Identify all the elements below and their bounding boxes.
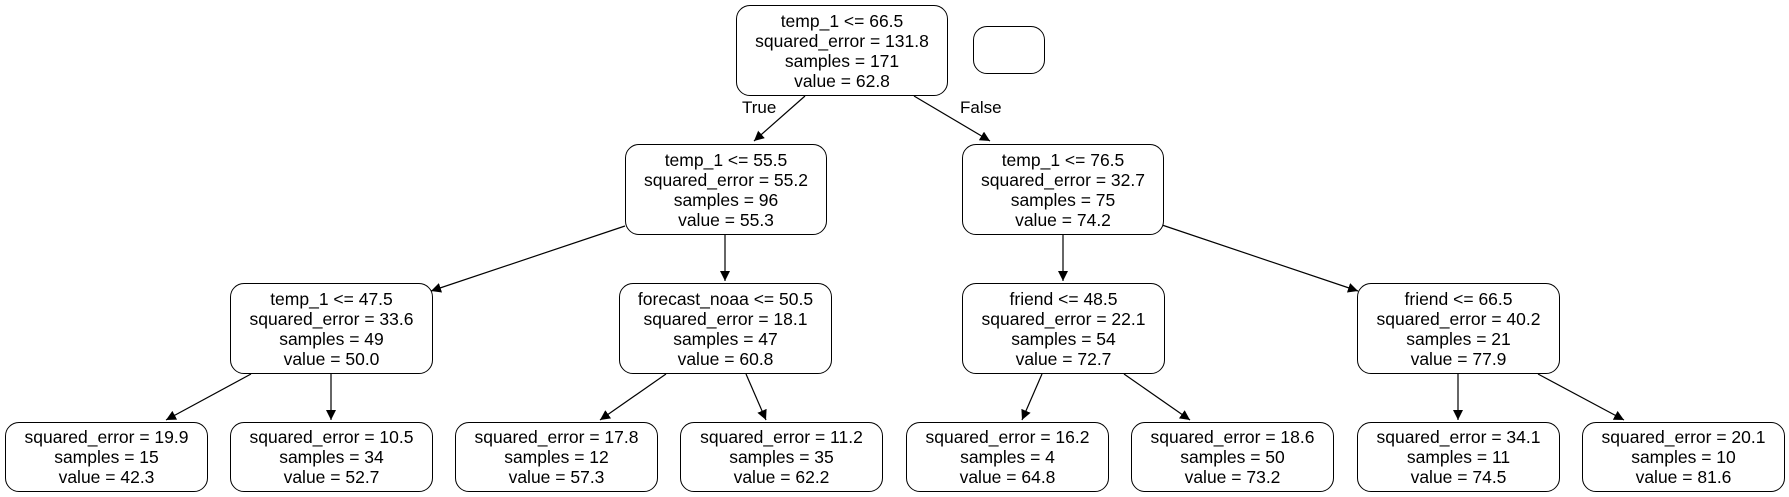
node-value: value = 74.2 (1015, 209, 1111, 230)
node-samples: samples = 171 (784, 50, 900, 71)
tree-leaf: squared_error = 16.2 samples = 4 value =… (906, 422, 1109, 492)
node-split-label: temp_1 <= 76.5 (1001, 149, 1125, 170)
tree-node-right-left: friend <= 48.5 squared_error = 22.1 samp… (962, 283, 1165, 374)
leaf-samples: samples = 35 (729, 447, 834, 467)
leaf-value: value = 62.2 (733, 467, 830, 487)
node-samples: samples = 96 (673, 189, 779, 210)
edge-root-to-n-r (913, 95, 991, 142)
leaf-squared-error: squared_error = 17.8 (474, 427, 639, 447)
edge-n-r-to-n-rr (1161, 224, 1359, 293)
edge-n-l-to-n-ll (430, 225, 626, 293)
edge-n-rr-to-leaf8 (1537, 373, 1625, 421)
leaf-samples: samples = 15 (54, 447, 159, 467)
node-samples: samples = 54 (1011, 328, 1116, 349)
tree-node-left: temp_1 <= 55.5 squared_error = 55.2 samp… (625, 144, 827, 235)
node-value: value = 72.7 (1015, 348, 1112, 369)
node-samples: samples = 75 (1010, 189, 1116, 210)
leaf-value: value = 42.3 (58, 467, 155, 487)
tree-leaf: squared_error = 19.9 samples = 15 value … (5, 422, 208, 492)
tree-leaf: squared_error = 34.1 samples = 11 value … (1357, 422, 1560, 492)
node-squared-error: squared_error = 40.2 (1376, 308, 1541, 329)
edge-n-lr-to-leaf3 (599, 373, 667, 421)
leaf-value: value = 74.5 (1410, 467, 1507, 487)
node-value: value = 55.3 (678, 209, 774, 230)
tree-node-left-right: forecast_noaa <= 50.5 squared_error = 18… (619, 283, 832, 374)
tree-node-right-right: friend <= 66.5 squared_error = 40.2 samp… (1357, 283, 1560, 374)
node-split-label: friend <= 48.5 (1009, 288, 1118, 309)
node-samples: samples = 49 (279, 328, 384, 349)
leaf-value: value = 73.2 (1184, 467, 1281, 487)
node-split-label: temp_1 <= 66.5 (780, 10, 904, 31)
tree-leaf: squared_error = 17.8 samples = 12 value … (455, 422, 658, 492)
edge-label-true: True (742, 98, 777, 117)
node-squared-error: squared_error = 55.2 (644, 169, 808, 190)
tree-node-root: temp_1 <= 66.5 squared_error = 131.8 sam… (736, 5, 948, 96)
leaf-squared-error: squared_error = 34.1 (1376, 427, 1541, 447)
tree-node-right: temp_1 <= 76.5 squared_error = 32.7 samp… (962, 144, 1164, 235)
leaf-samples: samples = 34 (279, 447, 384, 467)
leaf-value: value = 81.6 (1635, 467, 1732, 487)
node-samples: samples = 21 (1406, 328, 1511, 349)
node-value: value = 50.0 (283, 348, 380, 369)
tree-leaf: squared_error = 18.6 samples = 50 value … (1131, 422, 1334, 492)
node-squared-error: squared_error = 33.6 (249, 308, 414, 329)
tree-node-left-left: temp_1 <= 47.5 squared_error = 33.6 samp… (230, 283, 433, 374)
node-squared-error: squared_error = 22.1 (981, 308, 1146, 329)
leaf-samples: samples = 12 (504, 447, 609, 467)
tree-leaf: squared_error = 20.1 samples = 10 value … (1582, 422, 1785, 492)
node-value: value = 77.9 (1410, 348, 1507, 369)
edge-n-rl-to-leaf6 (1123, 373, 1191, 421)
node-split-label: temp_1 <= 55.5 (664, 149, 788, 170)
empty-node-box (973, 26, 1045, 74)
node-value: value = 60.8 (677, 348, 774, 369)
edge-label-false: False (960, 98, 1002, 117)
leaf-squared-error: squared_error = 16.2 (925, 427, 1090, 447)
leaf-squared-error: squared_error = 20.1 (1601, 427, 1766, 447)
node-split-label: friend <= 66.5 (1404, 288, 1513, 309)
leaf-squared-error: squared_error = 18.6 (1150, 427, 1315, 447)
edge-root-to-n-l (753, 95, 806, 142)
leaf-samples: samples = 10 (1631, 447, 1736, 467)
tree-leaf: squared_error = 11.2 samples = 35 value … (680, 422, 883, 492)
leaf-value: value = 52.7 (283, 467, 380, 487)
leaf-samples: samples = 4 (960, 447, 1055, 467)
leaf-value: value = 64.8 (959, 467, 1056, 487)
node-samples: samples = 47 (673, 328, 778, 349)
edge-n-ll-to-leaf1 (165, 373, 252, 421)
leaf-value: value = 57.3 (508, 467, 605, 487)
node-split-label: temp_1 <= 47.5 (270, 288, 393, 309)
leaf-samples: samples = 11 (1406, 447, 1511, 467)
edge-n-lr-to-leaf4 (745, 373, 767, 421)
leaf-squared-error: squared_error = 11.2 (700, 427, 863, 447)
edge-n-rl-to-leaf5 (1021, 373, 1043, 421)
leaf-squared-error: squared_error = 10.5 (249, 427, 414, 447)
tree-leaf: squared_error = 10.5 samples = 34 value … (230, 422, 433, 492)
node-squared-error: squared_error = 32.7 (981, 169, 1145, 190)
node-split-label: forecast_noaa <= 50.5 (637, 288, 814, 309)
node-value: value = 62.8 (794, 70, 890, 91)
node-squared-error: squared_error = 18.1 (643, 308, 808, 329)
node-squared-error: squared_error = 131.8 (755, 30, 929, 51)
leaf-squared-error: squared_error = 19.9 (24, 427, 189, 447)
leaf-samples: samples = 50 (1180, 447, 1285, 467)
